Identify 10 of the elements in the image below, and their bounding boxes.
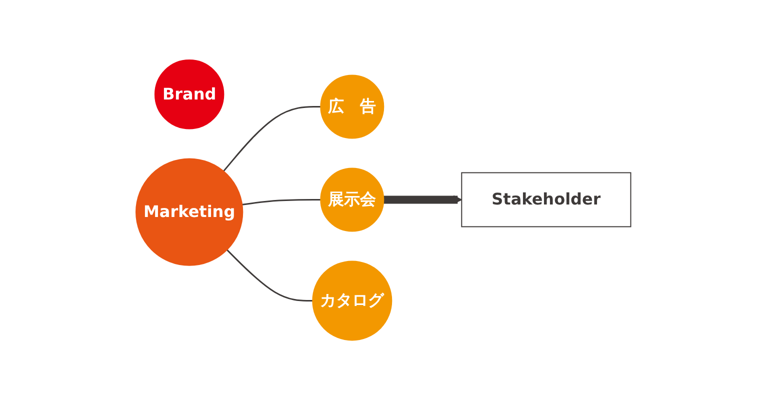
arrow bbox=[384, 195, 462, 204]
connector bbox=[242, 198, 321, 206]
connector bbox=[223, 106, 321, 172]
node-circle: 広 告 bbox=[320, 74, 384, 139]
node-circle: 展示会 bbox=[320, 168, 384, 232]
node-circle: Brand bbox=[154, 59, 224, 130]
connector bbox=[226, 249, 313, 302]
node-circle: Marketing bbox=[136, 158, 244, 266]
node-circle: カタログ bbox=[312, 260, 392, 341]
node-box: Stakeholder bbox=[461, 172, 632, 228]
